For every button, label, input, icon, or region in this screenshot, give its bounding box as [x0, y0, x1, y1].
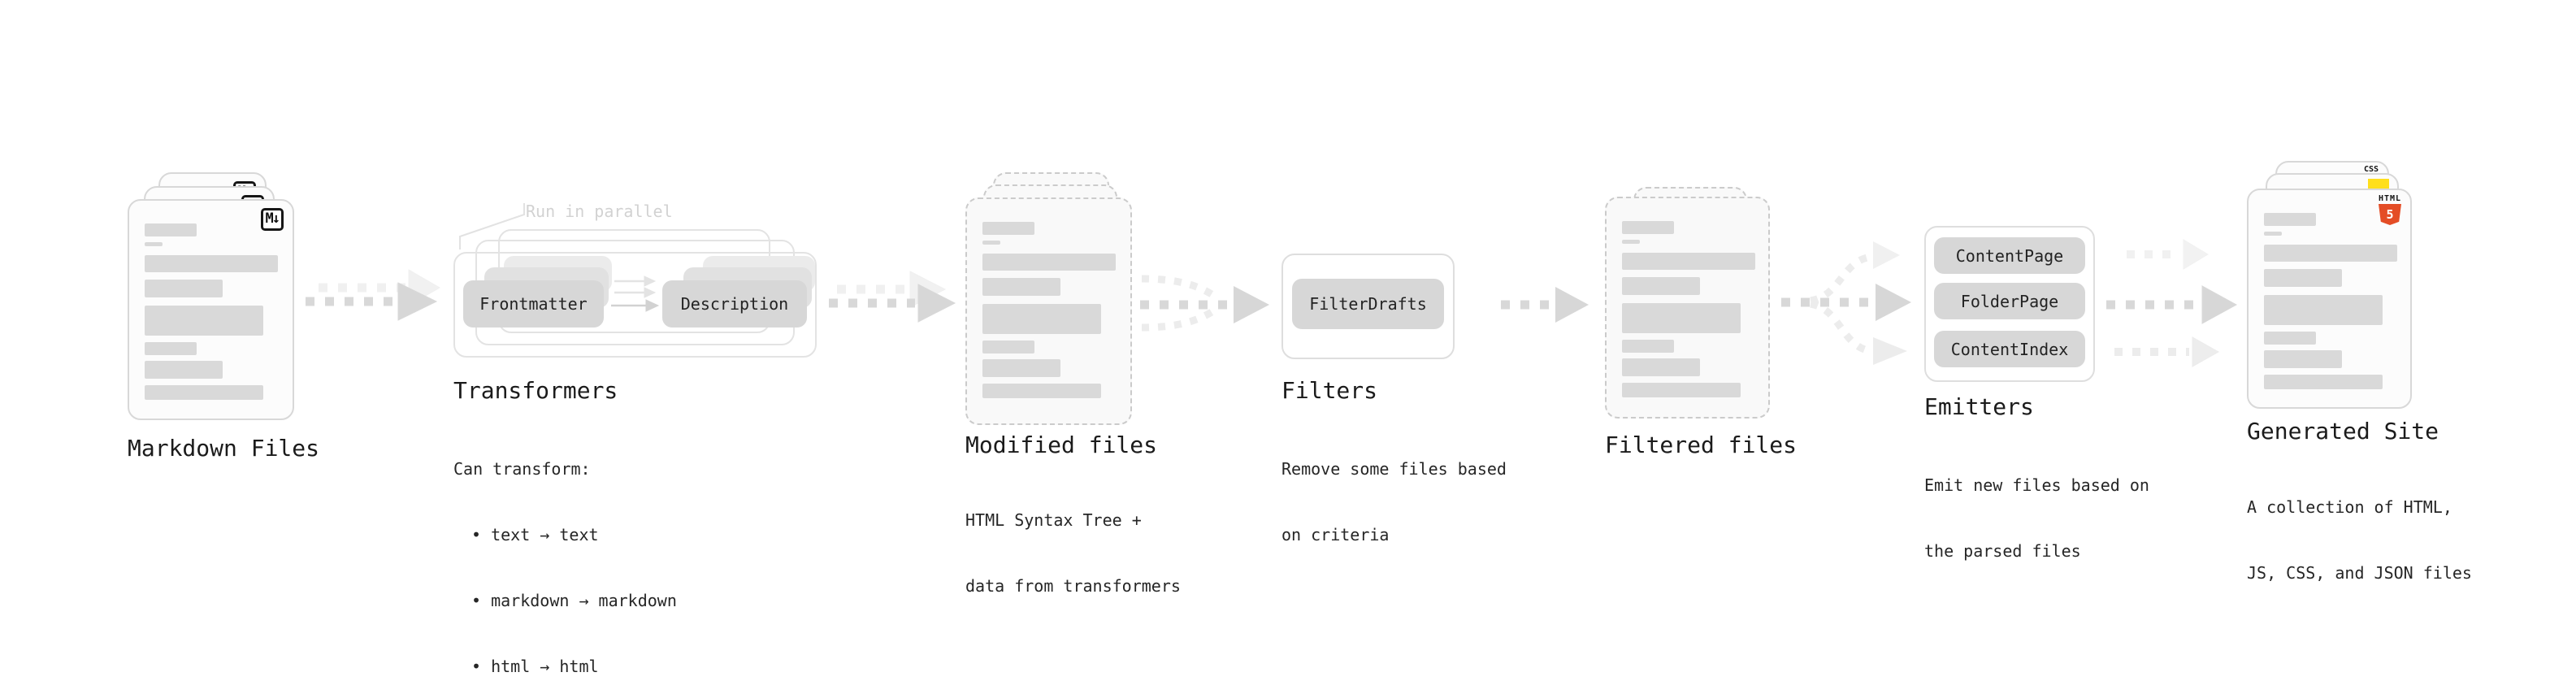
- content-bar: [145, 385, 263, 400]
- content-bar: [145, 361, 223, 379]
- html5-shield: 5: [2379, 204, 2401, 225]
- pill-contentindex: ContentIndex: [1934, 331, 2085, 367]
- doc-card: HTML 5: [2247, 189, 2412, 409]
- content-bar: [982, 340, 1034, 354]
- content-bar: [1622, 340, 1674, 353]
- doc-card: M↓: [128, 199, 294, 420]
- stage-subtitle-filters: Remove some files based on criteria: [1281, 414, 1507, 590]
- doc-content-bars: [982, 222, 1116, 398]
- html5-icon: HTML 5: [2377, 195, 2403, 225]
- stage-label-modified-files: Modified files: [965, 432, 1158, 458]
- content-bar: [145, 242, 163, 246]
- subtitle-line: A collection of HTML,: [2247, 497, 2452, 517]
- subtitle-line: the parsed files: [1924, 541, 2081, 561]
- content-bar: [2264, 232, 2282, 236]
- doc-content-bars: [1622, 221, 1755, 397]
- html5-word: HTML: [2378, 194, 2402, 203]
- stage-subtitle-generated-site: A collection of HTML, JS, CSS, and JSON …: [2247, 453, 2472, 628]
- content-bar: [982, 241, 1000, 245]
- content-bar: [145, 255, 278, 272]
- pill-filterdrafts: FilterDrafts: [1292, 279, 1444, 329]
- filtered-files-stack: [1605, 187, 1770, 419]
- stage-label-emitters: Emitters: [1924, 393, 2034, 420]
- subtitle-line: Emit new files based on: [1924, 475, 2149, 495]
- content-bar: [982, 222, 1034, 235]
- content-bar: [1622, 383, 1741, 397]
- content-bar: [145, 306, 263, 336]
- content-bar: [982, 254, 1116, 271]
- stage-subtitle-transformers: Can transform: • text → text • markdown …: [453, 414, 677, 681]
- doc-content-bars: [145, 223, 278, 400]
- content-bar: [982, 304, 1101, 334]
- pill-description: Description: [662, 280, 807, 327]
- content-bar: [2264, 332, 2316, 345]
- content-bar: [982, 359, 1060, 377]
- content-bar: [2264, 269, 2342, 287]
- modified-files-stack: [965, 172, 1132, 425]
- content-bar: [145, 223, 197, 236]
- markdown-files-stack: M↓ M↓ M↓: [128, 172, 294, 420]
- content-bar: [1622, 253, 1755, 270]
- doc-card: [1605, 197, 1770, 419]
- content-bar: [1622, 240, 1640, 244]
- content-bar: [1622, 221, 1674, 234]
- content-bar: [2264, 213, 2316, 226]
- subtitle-line: Can transform:: [453, 459, 591, 479]
- generated-site-stack: CSS HTML 5: [2247, 161, 2412, 409]
- subtitle-line: HTML Syntax Tree +: [965, 510, 1142, 530]
- doc-card: [965, 197, 1132, 425]
- stage-label-filters: Filters: [1281, 377, 1378, 404]
- content-bar: [2264, 375, 2383, 389]
- run-in-parallel-note: Run in parallel: [526, 202, 673, 221]
- subtitle-line: • html → html: [471, 657, 599, 676]
- content-bar: [1622, 303, 1741, 333]
- doc-content-bars: [2264, 213, 2397, 389]
- stage-subtitle-emitters: Emit new files based on the parsed files: [1924, 431, 2149, 606]
- subtitle-line: • text → text: [471, 525, 599, 544]
- markdown-icon: M↓: [260, 208, 284, 231]
- pill-frontmatter: Frontmatter: [463, 280, 604, 327]
- content-bar: [1622, 358, 1700, 376]
- content-bar: [1622, 277, 1700, 295]
- subtitle-line: on criteria: [1281, 525, 1390, 544]
- subtitle-line: • markdown → markdown: [471, 591, 677, 610]
- stage-subtitle-modified-files: HTML Syntax Tree + data from transformer…: [965, 466, 1181, 641]
- stage-label-filtered-files: Filtered files: [1605, 432, 1798, 458]
- stage-label-markdown-files: Markdown Files: [128, 435, 320, 462]
- content-bar: [145, 342, 197, 355]
- content-bar: [145, 280, 223, 297]
- subtitle-line: data from transformers: [965, 576, 1181, 596]
- content-bar: [2264, 245, 2397, 262]
- stage-label-generated-site: Generated Site: [2247, 418, 2439, 445]
- content-bar: [982, 278, 1060, 296]
- subtitle-line: JS, CSS, and JSON files: [2247, 563, 2472, 583]
- content-bar: [2264, 295, 2383, 325]
- subtitle-line: Remove some files based: [1281, 459, 1507, 479]
- transformer-box-front: [453, 252, 817, 358]
- stage-label-transformers: Transformers: [453, 377, 618, 404]
- pill-contentpage: ContentPage: [1934, 237, 2085, 274]
- content-bar: [982, 384, 1101, 398]
- pill-folderpage: FolderPage: [1934, 283, 2085, 319]
- content-bar: [2264, 350, 2342, 368]
